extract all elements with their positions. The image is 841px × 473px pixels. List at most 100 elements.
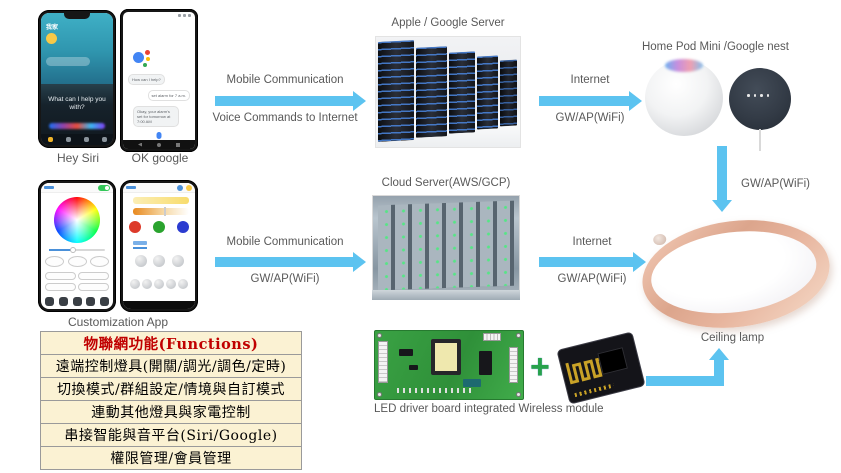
flow-arrow-right-icon-2 <box>539 91 642 111</box>
siri-prompt-text: What can I help you with? <box>48 96 106 112</box>
siri-phone-mockup: 我家 What can I help you with? <box>38 10 116 148</box>
arrow3-bottom-label: GW/AP(WiFi) <box>250 273 320 285</box>
apple-google-server-image <box>375 36 521 148</box>
solder-pins <box>397 388 475 393</box>
arrow2-top-label: Internet <box>570 74 610 86</box>
temperature-slider <box>133 207 189 216</box>
board-connector-right <box>509 347 518 383</box>
android-navbar <box>123 140 195 149</box>
down-arrow-label: GW/AP(WiFi) <box>741 178 810 190</box>
functions-table-row: 切換模式/群組設定/情境與自訂模式 <box>41 377 301 400</box>
plus-icon: + <box>530 348 550 386</box>
scene-tab <box>133 241 147 249</box>
home-app-title: 我家 <box>46 25 59 31</box>
google-assistant-logo-icon <box>133 50 157 68</box>
functions-table-header: 物聯網功能(Functions) <box>83 335 259 353</box>
preset-buttons-row <box>45 272 109 280</box>
bottom-icon-row <box>45 297 109 306</box>
power-component <box>479 351 492 375</box>
arrow1-top-label: Mobile Communication <box>226 74 344 86</box>
home-app-background: 我家 <box>41 13 113 85</box>
ok-google-caption: OK google <box>131 151 189 165</box>
board-caption: LED driver board integrated Wireless mod… <box>374 403 604 415</box>
functions-table-row: 串接智能與音平台(Siri/Google) <box>41 423 301 446</box>
homepod-mini-image <box>645 59 723 136</box>
wifi-chip <box>597 347 628 375</box>
functions-table: 物聯網功能(Functions) 遠端控制燈具(開關/調光/調色/定時) 切換模… <box>40 331 302 470</box>
capacitor-component <box>463 379 481 387</box>
apple-google-server-title: Apple / Google Server <box>391 17 505 29</box>
mode-buttons-row <box>45 256 109 267</box>
app-topbar <box>41 183 113 193</box>
user-bubble: set alarm for 7 a.m. <box>147 90 190 101</box>
hey-siri-caption: Hey Siri <box>56 151 99 165</box>
scene-bulbs-row <box>128 255 190 267</box>
nest-cable <box>759 129 761 151</box>
antenna-trace-icon <box>565 356 607 385</box>
mic-icon <box>156 132 162 139</box>
gear-icon <box>177 185 183 191</box>
wireless-module-image <box>556 331 646 405</box>
functions-table-row: 遠端控制燈具(開關/調光/調色/定時) <box>41 354 301 377</box>
flow-arrow-right-icon-1 <box>215 91 366 111</box>
chip-component <box>409 365 418 370</box>
transformer-component <box>431 339 461 375</box>
scene-bulbs-row <box>128 279 190 289</box>
preset-buttons-row <box>45 283 109 291</box>
cloud-server-title: Cloud Server(AWS/GCP) <box>381 177 511 189</box>
rgb-buttons-row <box>129 221 189 233</box>
assistant-bubble: Okay, your alarm's set for tomorrow at 7… <box>133 106 179 127</box>
lightbulb-icon <box>46 33 57 44</box>
warmth-slider <box>133 197 189 204</box>
app-topbar <box>123 183 195 193</box>
server-room-floor <box>372 290 520 300</box>
flow-arrow-right-icon-4 <box>539 252 646 272</box>
red-button <box>129 221 141 233</box>
arrow4-top-label: Internet <box>572 236 612 248</box>
flow-arrow-elbow-vertical <box>714 360 724 378</box>
custom-app-screen-b <box>123 183 195 309</box>
ceiling-lamp-caption: Ceiling lamp <box>700 332 765 344</box>
led-driver-board-image <box>374 330 524 400</box>
lamp-sensor-knob <box>652 233 667 246</box>
back-link <box>126 186 136 189</box>
flow-arrow-down-icon <box>712 146 732 212</box>
lamp-diffuser <box>646 222 822 323</box>
server-racks <box>378 200 514 291</box>
google-phone-screen: How can I help? set alarm for 7 a.m. Oka… <box>123 12 195 149</box>
ceiling-lamp-image <box>636 209 836 339</box>
chip-component <box>399 349 413 356</box>
back-link <box>44 186 54 189</box>
speakers-title: Home Pod Mini /Google nest <box>641 41 790 53</box>
custom-app-phone-a <box>38 180 116 312</box>
siri-overlay: What can I help you with? <box>41 84 113 145</box>
brightness-slider <box>49 247 105 253</box>
arrow1-bottom-label: Voice Commands to Internet <box>212 112 358 124</box>
assistant-bubble: How can I help? <box>128 74 165 85</box>
home-app-tabbar <box>41 134 113 145</box>
siri-waveform-icon <box>49 123 105 129</box>
flow-arrow-right-icon-3 <box>215 252 366 272</box>
google-nest-image <box>729 68 791 130</box>
arrow4-bottom-label: GW/AP(WiFi) <box>557 273 627 285</box>
color-wheel-icon <box>54 197 100 243</box>
android-status-icons <box>178 14 191 17</box>
custom-app-screen-a <box>41 183 113 309</box>
power-toggle-icon <box>98 185 110 191</box>
blue-button <box>177 221 189 233</box>
flow-arrow-elbow-horizontal <box>646 376 724 386</box>
flow-arrow-up-head-icon <box>709 348 729 360</box>
homepod-glow-top <box>665 59 703 72</box>
cloud-server-image <box>372 195 520 300</box>
siri-phone-screen: 我家 What can I help you with? <box>41 13 113 145</box>
custom-app-phone-b <box>120 180 198 312</box>
bulb-icon <box>186 185 192 191</box>
arrow3-top-label: Mobile Communication <box>226 236 344 248</box>
board-connector-left <box>378 341 388 383</box>
android-navbar <box>123 301 195 309</box>
nest-led-dots-icon <box>747 94 769 97</box>
functions-table-row: 連動其他燈具與家電控制 <box>41 400 301 423</box>
functions-table-row: 權限管理/會員管理 <box>41 446 301 469</box>
google-phone-mockup: How can I help? set alarm for 7 a.m. Oka… <box>120 9 198 152</box>
